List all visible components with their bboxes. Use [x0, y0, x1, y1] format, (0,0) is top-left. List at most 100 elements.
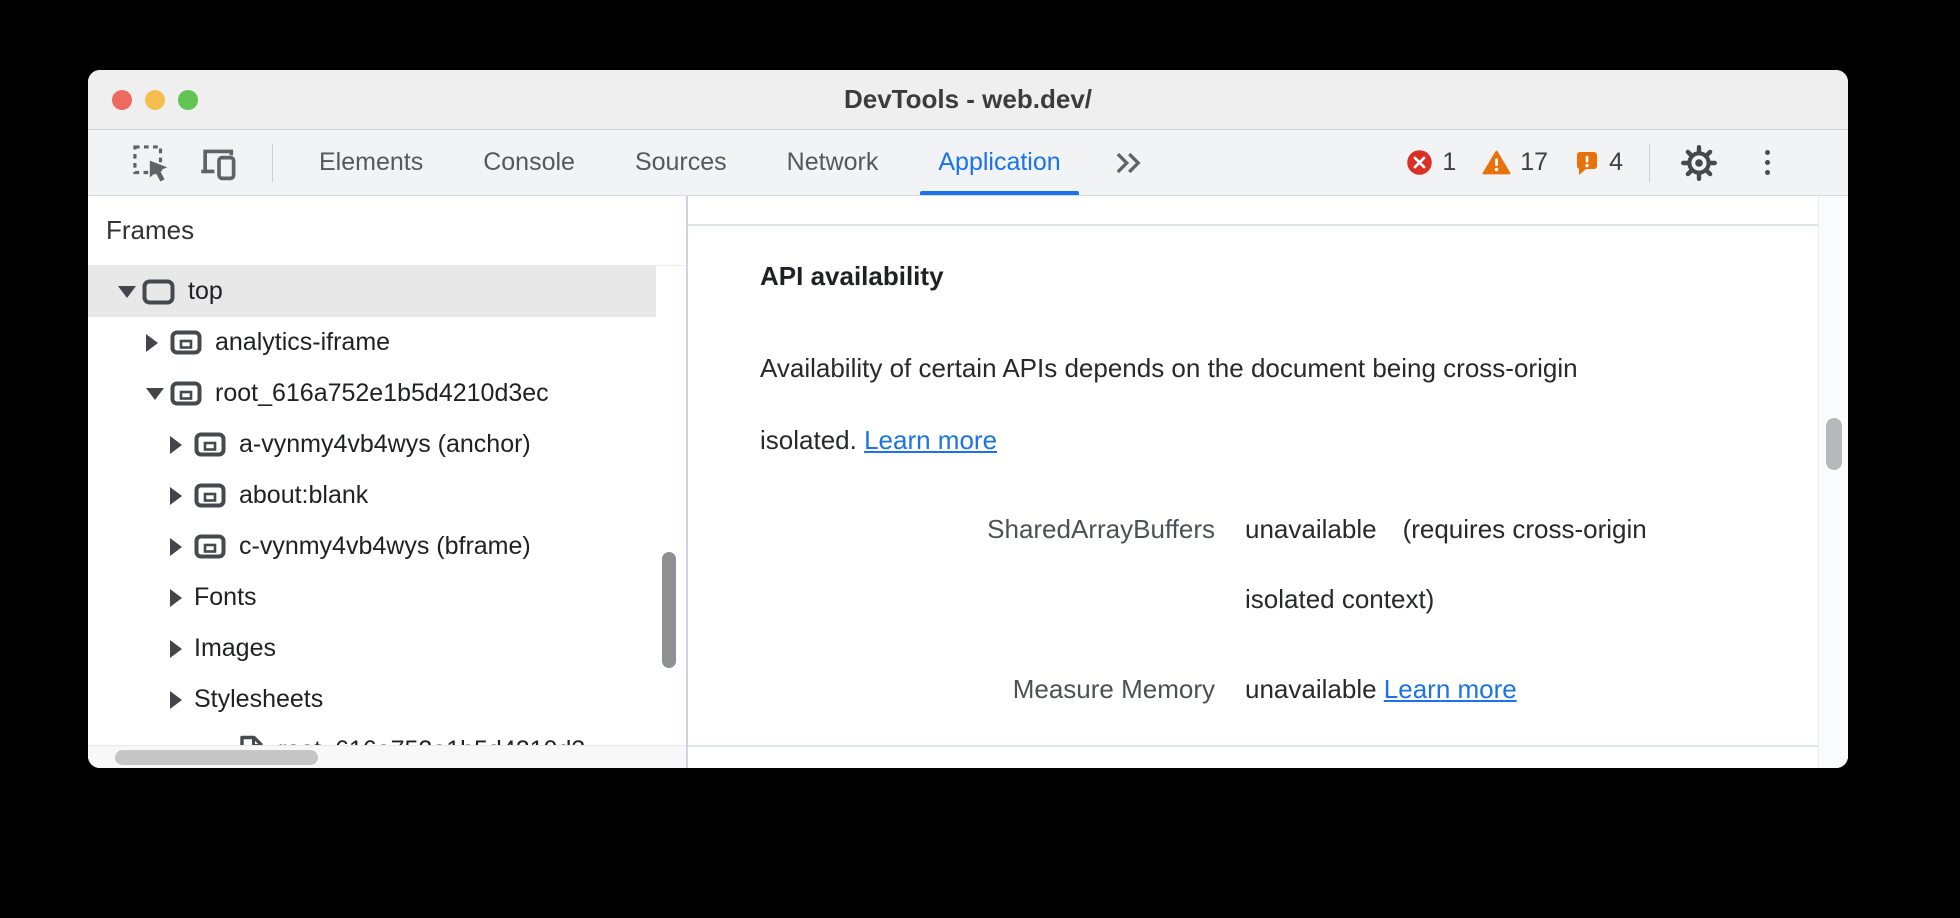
panel-tabs: Elements Console Sources Network Applica… [319, 130, 1079, 195]
tree-item-label: root_616a752e1b5d4210d3ec [215, 379, 549, 407]
tree-item-fonts[interactable]: Fonts [88, 572, 656, 623]
tree-item-anchor-frame[interactable]: a-vynmy4vb4wys (anchor) [88, 419, 656, 470]
caret-collapsed-icon[interactable] [170, 639, 194, 658]
tab-network[interactable]: Network [786, 148, 879, 176]
api-row-sharedarraybuffers: SharedArrayBuffers unavailable(requires … [760, 494, 1818, 634]
tree-item-label: a-vynmy4vb4wys (anchor) [239, 430, 531, 458]
warnings-badge[interactable]: 17 [1482, 148, 1548, 177]
window-frame-icon [142, 279, 175, 305]
api-value: unavailable(requires cross-origin isolat… [1245, 494, 1735, 634]
tab-elements[interactable]: Elements [319, 148, 424, 176]
panel-resize-divider[interactable] [686, 196, 688, 768]
more-tabs-button[interactable] [1113, 149, 1143, 177]
tree-item-label: c-vynmy4vb4wys (bframe) [239, 532, 531, 560]
device-toolbar-icon [201, 149, 236, 180]
inspect-icon [133, 144, 168, 182]
inspect-element-button[interactable] [126, 138, 176, 188]
customize-devtools-button[interactable] [1742, 138, 1792, 188]
issues-icon [1577, 152, 1598, 175]
tree-item-label: root_616a752e1b5d4210d3 [278, 736, 585, 745]
caret-collapsed-icon[interactable] [170, 486, 194, 505]
error-icon [1407, 150, 1433, 175]
section-title: API availability [760, 261, 944, 291]
api-status: unavailable [1245, 674, 1377, 704]
warning-count: 17 [1520, 148, 1549, 176]
section-description: Availability of certain APIs depends on … [760, 332, 1818, 476]
iframe-icon [170, 330, 202, 355]
devtools-window: DevTools - web.dev/ Elements Conso [88, 70, 1848, 768]
sidebar-header-label: Frames [106, 215, 195, 245]
issues-count: 4 [1609, 148, 1623, 176]
tree-item-label: Images [194, 634, 276, 662]
caret-collapsed-icon[interactable] [146, 333, 170, 352]
sidebar-vertical-scrollbar-thumb[interactable] [662, 552, 676, 668]
api-status: unavailable [1245, 514, 1377, 544]
gear-icon [1681, 144, 1717, 181]
settings-button[interactable] [1674, 138, 1724, 188]
caret-collapsed-icon[interactable] [170, 690, 194, 709]
issues-badge[interactable]: 4 [1574, 148, 1623, 177]
titlebar[interactable]: DevTools - web.dev/ [88, 70, 1848, 130]
toggle-device-toolbar-button[interactable] [194, 138, 244, 188]
tab-sources[interactable]: Sources [634, 148, 727, 176]
api-availability-section: API availability Availability of certain… [688, 224, 1818, 747]
iframe-icon [170, 381, 202, 406]
iframe-icon [194, 483, 226, 508]
zoom-window-button[interactable] [178, 89, 198, 110]
tree-item-bframe[interactable]: c-vynmy4vb4wys (bframe) [88, 521, 656, 572]
toolbar-separator [272, 143, 273, 182]
api-rows: SharedArrayBuffers unavailable(requires … [760, 494, 1818, 724]
caret-expanded-icon[interactable] [118, 285, 142, 298]
traffic-lights [112, 89, 198, 110]
chevron-double-right-icon [1116, 152, 1141, 173]
errors-badge[interactable]: 1 [1406, 148, 1456, 177]
api-name: SharedArrayBuffers [987, 514, 1215, 544]
api-detail: (requires cross-origin isolated context) [1245, 514, 1647, 614]
iframe-icon [194, 534, 226, 559]
tree-item-images[interactable]: Images [88, 623, 656, 674]
frames-tree: top analytics-iframe r [88, 266, 656, 745]
tree-item-top[interactable]: top [88, 266, 656, 317]
api-name: Measure Memory [1012, 674, 1215, 704]
tree-item-analytics-iframe[interactable]: analytics-iframe [88, 317, 656, 368]
api-value: unavailable Learn more [1245, 654, 1735, 724]
tree-item-root-frame[interactable]: root_616a752e1b5d4210d3ec [88, 368, 656, 419]
main-vertical-scrollbar-thumb[interactable] [1826, 418, 1842, 470]
tree-item-label: top [188, 277, 223, 305]
caret-collapsed-icon[interactable] [170, 537, 194, 556]
tab-console[interactable]: Console [483, 148, 575, 176]
tree-item-label: Fonts [194, 583, 257, 611]
caret-collapsed-icon[interactable] [170, 588, 194, 607]
previous-section-bottom [688, 196, 1818, 224]
active-tab-underline [920, 191, 1079, 195]
main-vertical-scrollbar[interactable] [1818, 196, 1848, 768]
status-badges: 1 17 4 [1406, 148, 1623, 177]
description-line-2: isolated. Learn more [760, 425, 998, 455]
iframe-icon [194, 432, 226, 457]
devtools-body: Frames top ana [88, 196, 1848, 768]
caret-collapsed-icon[interactable] [170, 435, 194, 454]
description-line-1: Availability of certain APIs depends on … [760, 353, 1578, 383]
tree-item-root-stylesheet[interactable]: root_616a752e1b5d4210d3 [88, 725, 656, 745]
tab-application[interactable]: Application [920, 130, 1079, 195]
sidebar-header: Frames [88, 196, 686, 266]
close-window-button[interactable] [112, 89, 132, 110]
tree-item-about-blank[interactable]: about:blank [88, 470, 656, 521]
devtools-toolbar: Elements Console Sources Network Applica… [88, 130, 1848, 196]
sidebar-horizontal-scrollbar-thumb[interactable] [115, 750, 318, 765]
window-title: DevTools - web.dev/ [843, 84, 1092, 114]
learn-more-link[interactable]: Learn more [864, 425, 998, 455]
tree-item-label: analytics-iframe [215, 328, 391, 356]
tree-item-stylesheets[interactable]: Stylesheets [88, 674, 656, 725]
minimize-window-button[interactable] [145, 89, 165, 110]
frames-sidebar: Frames top ana [88, 196, 686, 768]
document-icon [238, 735, 265, 745]
error-count: 1 [1442, 148, 1457, 176]
caret-expanded-icon[interactable] [146, 387, 170, 400]
warning-icon [1482, 150, 1511, 175]
api-row-measure-memory: Measure Memory unavailable Learn more [760, 654, 1818, 724]
measure-memory-learn-more-link[interactable]: Learn more [1383, 674, 1517, 704]
sidebar-horizontal-scrollbar[interactable] [88, 745, 686, 768]
tree-item-label: Stylesheets [194, 685, 324, 713]
